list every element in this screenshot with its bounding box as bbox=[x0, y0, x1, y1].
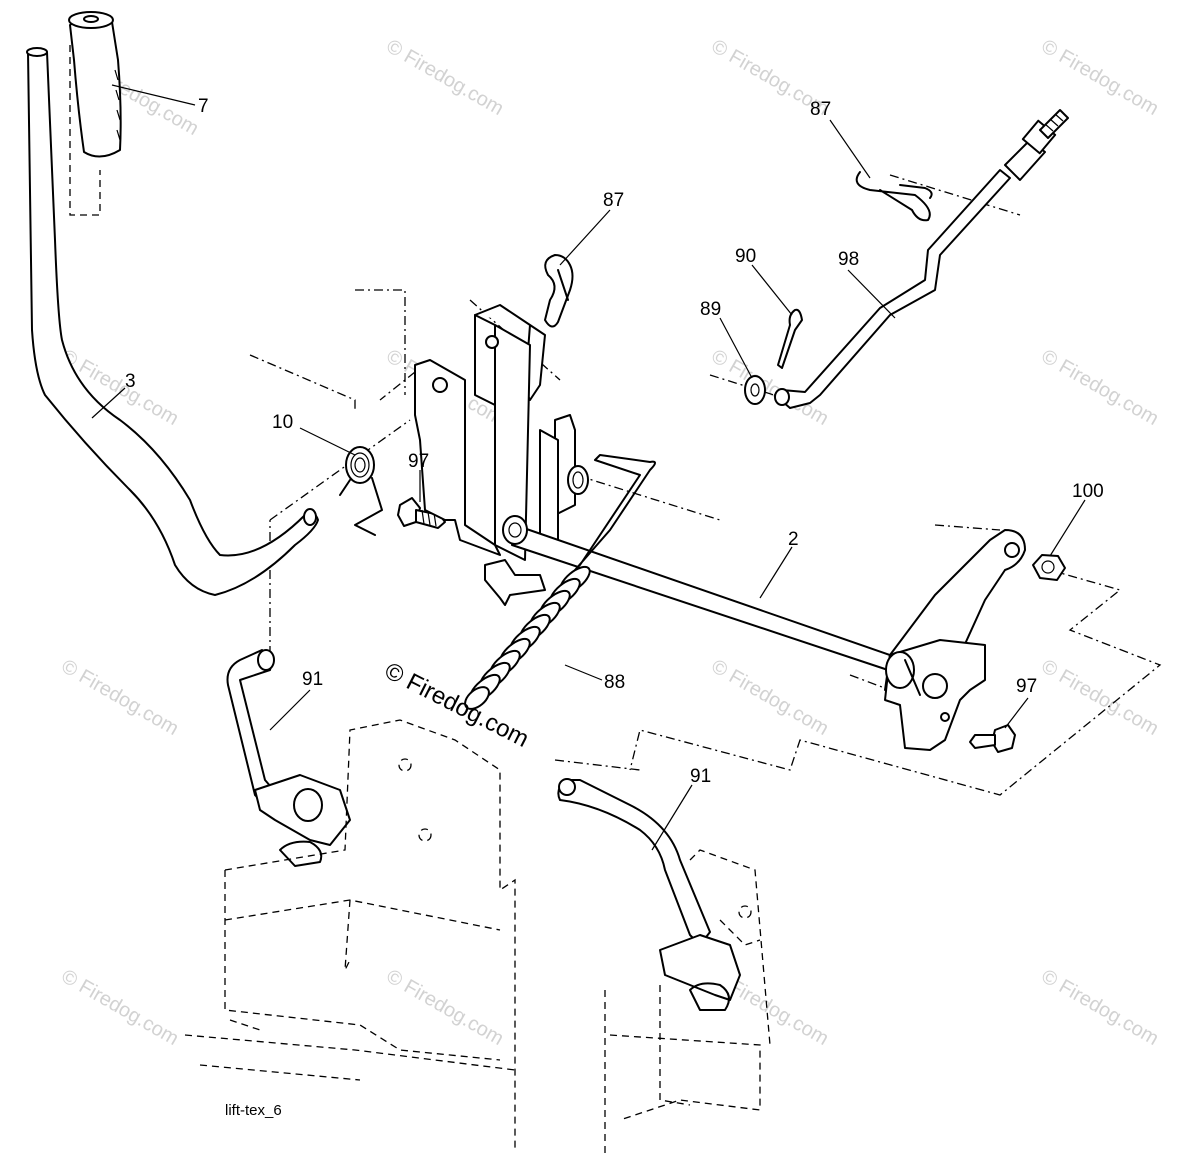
extension-spring-part-88 bbox=[464, 454, 656, 710]
callout-91-right: 91 bbox=[690, 766, 711, 787]
lift-link-part-91-right bbox=[557, 778, 741, 1011]
cotter-pin-part-90 bbox=[777, 308, 803, 369]
watermark: © Firedog.com bbox=[1038, 35, 1163, 120]
callout-98: 98 bbox=[838, 249, 859, 270]
leader-lines bbox=[91, 84, 1086, 851]
watermark: © Firedog.com bbox=[383, 965, 508, 1050]
callout-3: 3 bbox=[125, 371, 136, 392]
callout-100: 100 bbox=[1072, 481, 1104, 502]
lift-lever-part-3 bbox=[26, 47, 319, 596]
frame-outlines bbox=[184, 719, 771, 1155]
grip-part-7 bbox=[68, 11, 122, 216]
nut-part-100 bbox=[1032, 554, 1066, 581]
bolt-part-97-left bbox=[397, 497, 446, 529]
callout-10: 10 bbox=[272, 412, 293, 433]
callout-7: 7 bbox=[198, 96, 209, 117]
reference-lines bbox=[249, 174, 1162, 796]
watermark: © Firedog.com bbox=[58, 655, 183, 740]
hairpin-clip-part-87-left bbox=[544, 254, 574, 328]
watermark: © Firedog.com bbox=[1038, 655, 1163, 740]
callout-90: 90 bbox=[735, 246, 756, 267]
lift-link-part-91-left bbox=[226, 649, 351, 867]
watermark: © Firedog.com bbox=[58, 965, 183, 1050]
callout-91-left: 91 bbox=[302, 669, 323, 690]
callout-87-left: 87 bbox=[603, 190, 624, 211]
callouts: 7 3 10 97 87 87 90 89 98 100 2 88 91 91 … bbox=[125, 96, 1104, 787]
callout-2: 2 bbox=[788, 529, 799, 550]
hairpin-clip-part-87-right bbox=[855, 171, 933, 222]
callout-88: 88 bbox=[604, 672, 625, 693]
watermark: © Firedog.com bbox=[1038, 965, 1163, 1050]
bolt-part-97-right bbox=[969, 724, 1016, 753]
callout-87-right: 87 bbox=[810, 99, 831, 120]
callout-97-left: 97 bbox=[408, 451, 429, 472]
callout-89: 89 bbox=[700, 299, 721, 320]
lift-arm-right bbox=[884, 529, 1026, 751]
washer-part-89 bbox=[744, 375, 766, 405]
torsion-spring-part-10 bbox=[339, 446, 383, 536]
watermark-central: © Firedog.com bbox=[380, 657, 533, 753]
callout-97-right: 97 bbox=[1016, 676, 1037, 697]
watermark: © Firedog.com bbox=[708, 655, 833, 740]
diagram-caption: lift-tex_6 bbox=[225, 1102, 282, 1119]
watermark: © Firedog.com bbox=[1038, 345, 1163, 430]
bracket-assembly bbox=[414, 304, 589, 606]
adjust-rod-part-98 bbox=[774, 109, 1069, 409]
watermark: © Firedog.com bbox=[383, 35, 508, 120]
